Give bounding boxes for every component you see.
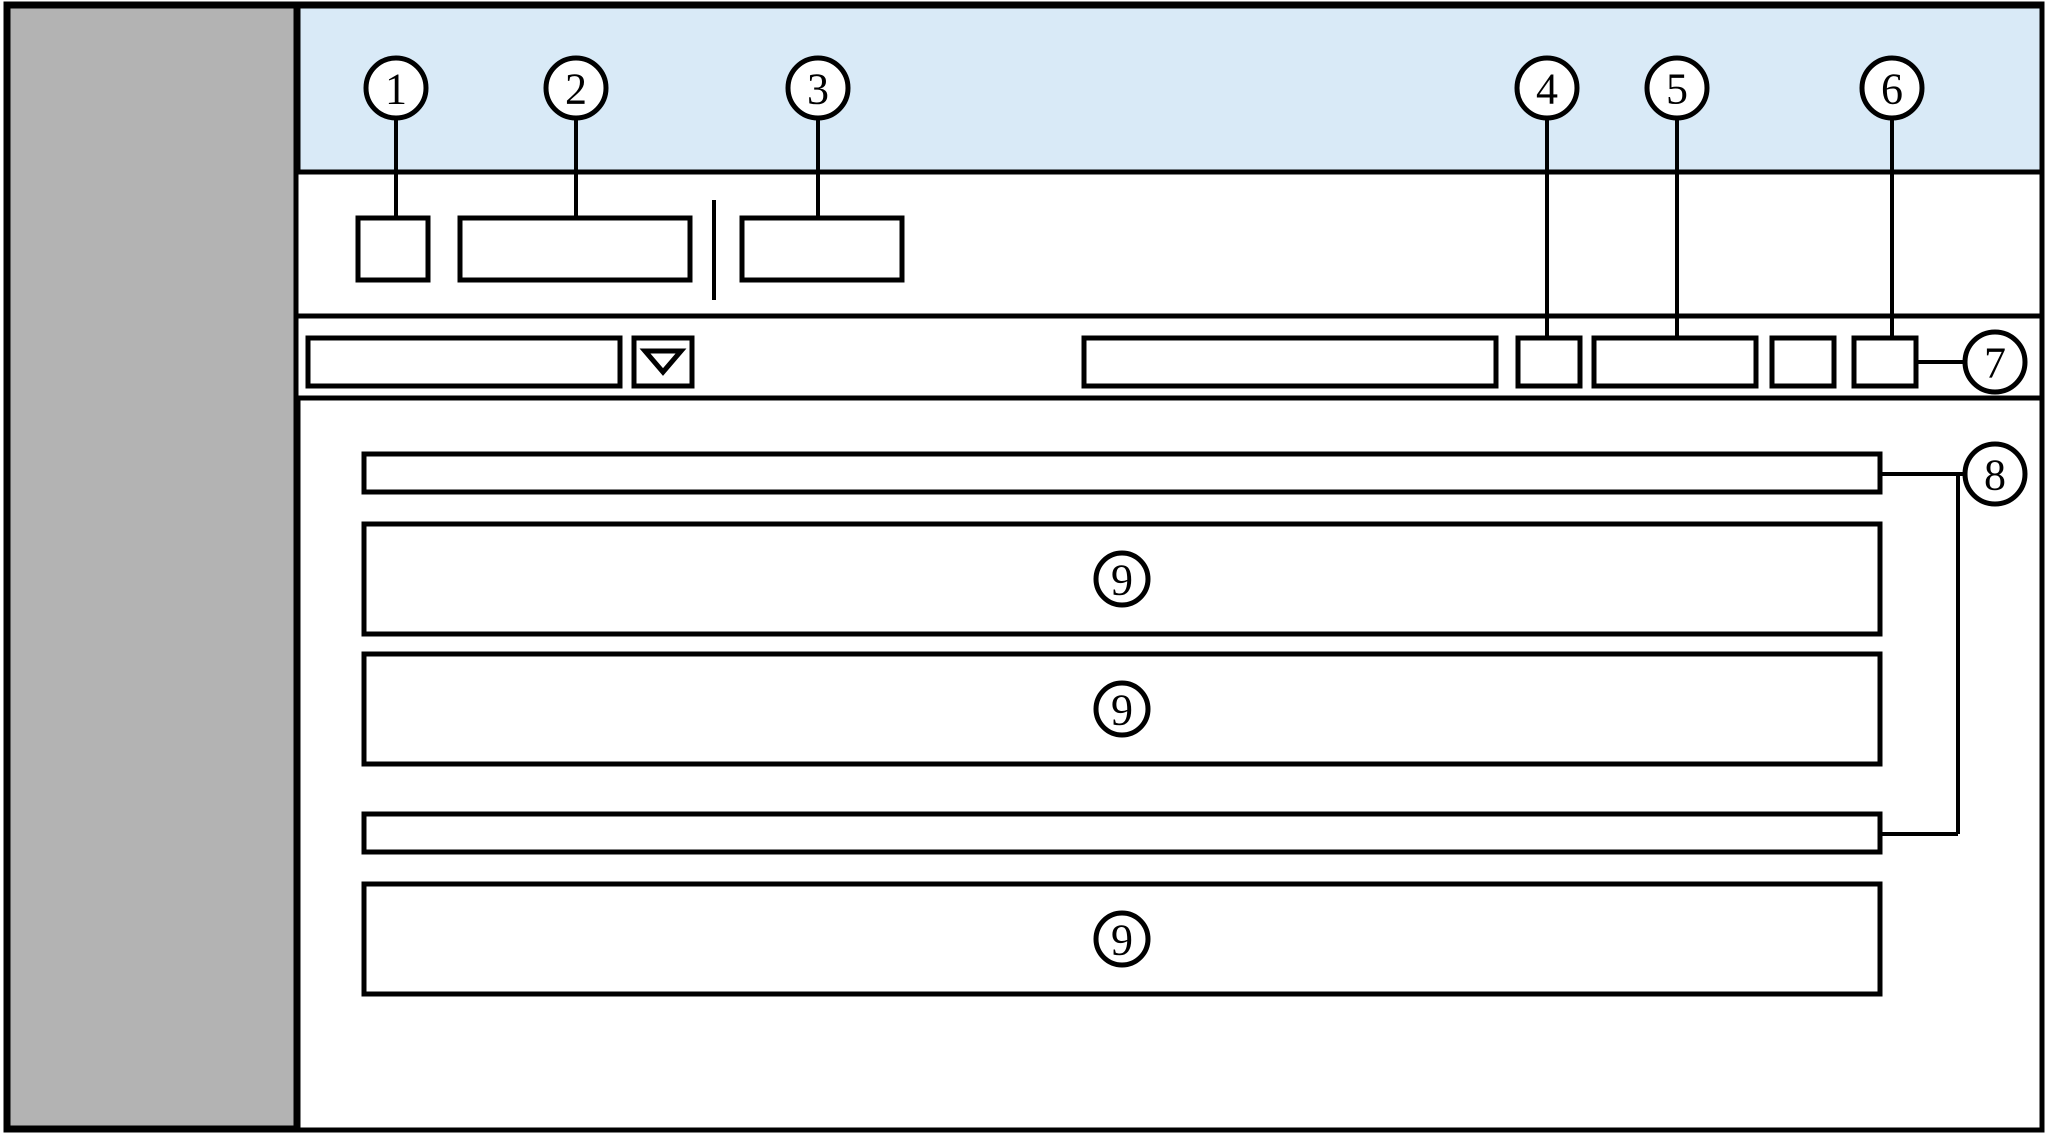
callout-circle [1859, 55, 1925, 121]
callout-number: 7 [1984, 339, 2006, 388]
list-group-header[interactable] [361, 451, 1883, 495]
callout-number: 9 [1111, 556, 1133, 605]
list-group-header[interactable] [361, 811, 1883, 855]
callout-marker-7: 7 [1962, 329, 2028, 395]
region-separators [295, 313, 2042, 1128]
callout-circle [1093, 910, 1151, 968]
toolbar-medium-button-3[interactable] [739, 215, 905, 283]
toolbar-small-button-4[interactable] [1515, 335, 1583, 389]
callout-8-bracket [1880, 472, 1965, 836]
toolbar-end-button-6[interactable] [1851, 335, 1919, 389]
callout-number: 9 [1111, 686, 1133, 735]
content-list-rows [361, 451, 1883, 997]
callout-marker-1: 1 [363, 55, 429, 121]
callout-number: 8 [1984, 451, 2006, 500]
callout-leader-lines [394, 118, 1965, 364]
primary-toolbar-shapes [355, 200, 905, 300]
toolbar-square-button-5[interactable] [1769, 335, 1837, 389]
callout-marker-5: 5 [1644, 55, 1710, 121]
callout-marker-2: 2 [543, 55, 609, 121]
callout-marker-4: 4 [1514, 55, 1580, 121]
callout-circle [1514, 55, 1580, 121]
callout-number: 6 [1881, 65, 1903, 114]
secondary-toolbar-shapes [305, 335, 1919, 389]
callout-marker-3: 3 [785, 55, 851, 121]
callout-circle [1644, 55, 1710, 121]
callout-circle [1093, 550, 1151, 608]
callout-number: 3 [807, 65, 829, 114]
callout-marker-8: 8 [1962, 441, 2028, 507]
callout-number: 4 [1536, 65, 1558, 114]
callout-number: 9 [1111, 916, 1133, 965]
callout-number: 1 [385, 65, 407, 114]
callout-number: 5 [1666, 65, 1688, 114]
callout-circle [1093, 680, 1151, 738]
search-input-2[interactable] [1081, 335, 1499, 389]
callout-markers: 1 2 3 4 5 6 7 8 9 9 9 [363, 55, 2028, 968]
callout-circle [1962, 441, 2028, 507]
callout-marker-6: 6 [1859, 55, 1925, 121]
toolbar-icon-button-1[interactable] [355, 215, 431, 283]
filter-select-field-0[interactable] [305, 335, 623, 389]
callout-marker-9: 9 [1093, 680, 1151, 738]
chevron-down-icon[interactable] [639, 348, 687, 376]
callout-marker-9: 9 [1093, 910, 1151, 968]
callout-circle [1962, 329, 2028, 395]
callout-marker-9: 9 [1093, 550, 1151, 608]
callout-circle [363, 55, 429, 121]
callout-circle [785, 55, 851, 121]
toolbar-divider-2 [712, 200, 716, 300]
callout-number: 2 [565, 65, 587, 114]
callout-circle [543, 55, 609, 121]
navigation-sidebar[interactable] [5, 3, 299, 1131]
toolbar-wide-button-2[interactable] [457, 215, 693, 283]
toolbar-wide-button-2-5[interactable] [1591, 335, 1759, 389]
